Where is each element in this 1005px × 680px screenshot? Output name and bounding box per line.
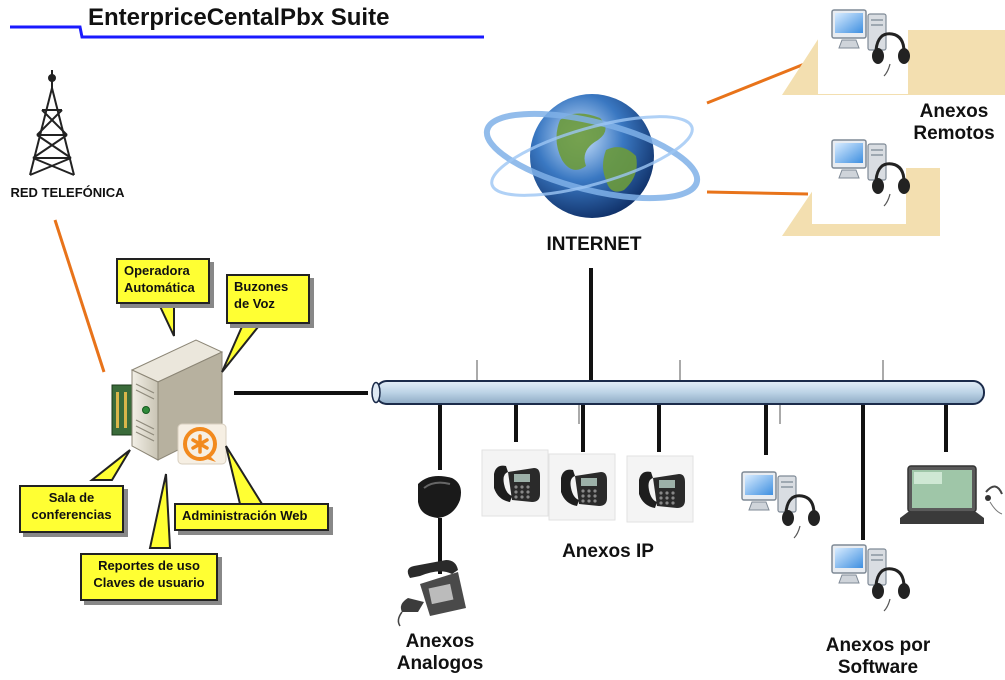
bus-ticks <box>476 360 884 424</box>
ip-extensions-label: Anexos IP <box>562 541 654 562</box>
globe-icon <box>483 94 701 218</box>
software-label-line2: Software <box>837 656 919 678</box>
laptop-icon <box>900 465 1003 524</box>
callout-auto-attendant-line2: Automática <box>124 279 195 295</box>
asterisk-logo-icon <box>177 423 227 465</box>
connection-lines <box>234 268 948 574</box>
callout-voicemail-line1: Buzones <box>234 279 289 294</box>
radio-tower-icon <box>29 70 75 176</box>
callout-voicemail: Buzones de Voz <box>226 274 310 324</box>
softphone-pc-headset-icon-2 <box>830 543 912 613</box>
ip-phone-icon-1 <box>481 449 549 517</box>
analog-label-line2: Analogos <box>396 652 484 674</box>
callout-voicemail-line2: de Voz <box>234 295 275 311</box>
callout-conference-line2: conferencias <box>31 506 112 522</box>
softphone-pc-headset-icon-1 <box>740 470 822 540</box>
callout-conference-room: Sala de conferencias <box>19 485 124 533</box>
internet-label: INTERNET <box>546 234 642 255</box>
callout-pointers <box>89 301 265 549</box>
callout-usage-reports: Reportes de uso Claves de usuario <box>80 553 218 601</box>
callout-auto-attendant-line1: Operadora <box>124 263 190 278</box>
pstn-label: RED TELEFÓNICA <box>10 185 125 200</box>
diagram-title: EnterpriceCentalPbx Suite <box>88 4 390 31</box>
software-label-line1: Anexos por <box>825 635 931 656</box>
analog-extensions-label: Anexos Analogos <box>380 631 500 675</box>
callout-web-admin: Administración Web <box>174 503 329 531</box>
callout-auto-attendant: Operadora Automática <box>116 258 210 304</box>
lan-bus <box>371 380 985 405</box>
ip-phone-icon-2 <box>548 453 616 521</box>
analog-label-line1: Anexos <box>405 631 475 652</box>
analog-phone-icon <box>397 560 466 627</box>
remote-label-line2: Remotos <box>913 122 995 144</box>
ata-adapter-icon <box>418 476 461 518</box>
callout-reports-line2: Claves de usuario <box>93 574 205 590</box>
remote-desk-bottom <box>782 158 940 236</box>
ip-phone-icon-3 <box>626 455 694 523</box>
callout-reports-line1: Reportes de uso <box>98 558 200 573</box>
remote-extensions-label: Anexos Remotos <box>902 101 1005 145</box>
software-extensions-label: Anexos por Software <box>806 635 950 679</box>
remote-link-bottom <box>706 190 809 196</box>
remote-label-line1: Anexos <box>919 101 989 122</box>
pstn-link <box>53 219 106 373</box>
title-underline <box>10 25 484 39</box>
callout-conference-line1: Sala de <box>48 490 95 505</box>
